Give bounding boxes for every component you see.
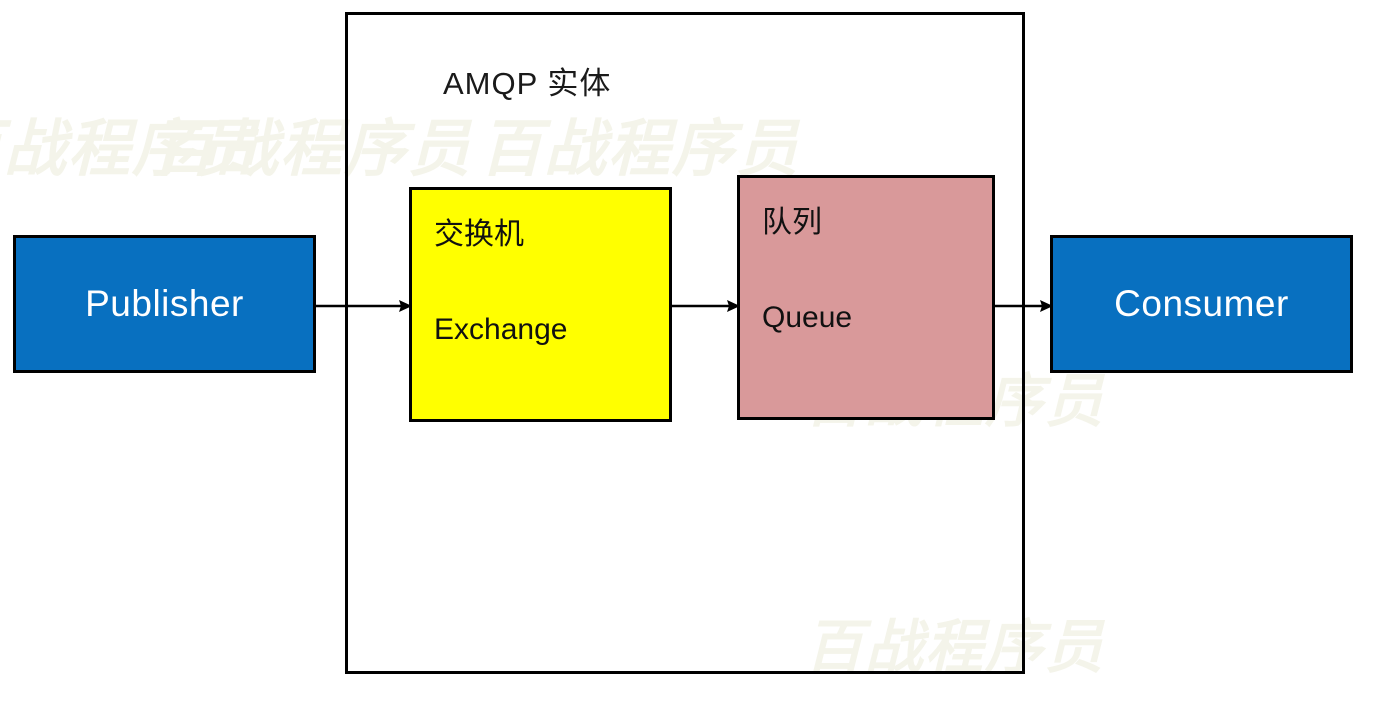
amqp-boundary-container bbox=[345, 12, 1025, 674]
publisher-node[interactable]: Publisher bbox=[13, 235, 316, 373]
queue-label-cn: 队列 bbox=[762, 206, 822, 239]
consumer-node[interactable]: Consumer bbox=[1050, 235, 1353, 373]
arrow-exchange-to-queue-icon bbox=[672, 294, 740, 318]
exchange-label-cn: 交换机 bbox=[434, 218, 524, 251]
queue-node[interactable]: 队列 Queue bbox=[737, 175, 995, 420]
queue-label-en: Queue bbox=[762, 301, 853, 334]
exchange-node[interactable]: 交换机 Exchange bbox=[409, 187, 672, 422]
watermark-text: 百战程序员 bbox=[480, 112, 801, 185]
amqp-container-title: AMQP 实体 bbox=[443, 66, 612, 101]
watermark-text: 百战程序员 bbox=[0, 112, 261, 185]
arrow-publisher-to-exchange-icon bbox=[316, 294, 412, 318]
arrow-queue-to-consumer-icon bbox=[995, 294, 1053, 318]
exchange-label-en: Exchange bbox=[434, 313, 568, 346]
publisher-label: Publisher bbox=[85, 283, 244, 324]
watermark-text: 百战程序员 bbox=[805, 613, 1106, 681]
watermark-text: 百战程序员 bbox=[152, 112, 473, 185]
consumer-label: Consumer bbox=[1114, 283, 1289, 324]
